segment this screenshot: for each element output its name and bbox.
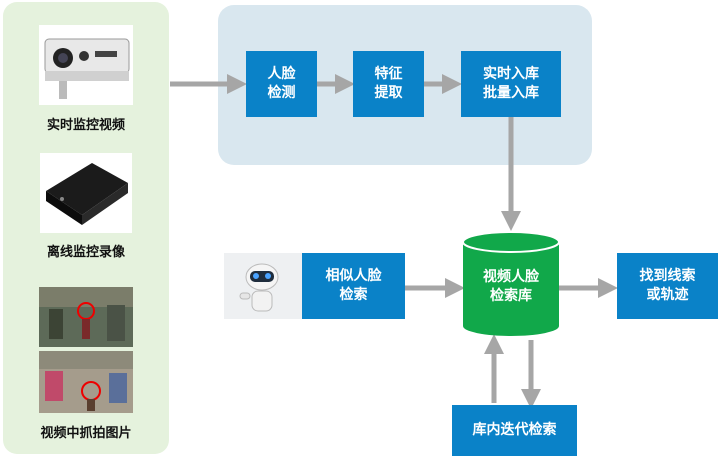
feature-extract-line-2: 提取: [374, 85, 403, 101]
face-detect-box: 人脸检测: [246, 51, 317, 117]
enroll-line-1: 实时入库: [483, 66, 539, 82]
similar-face-line-1: 相似人脸: [325, 268, 382, 284]
database-line-2: 检索库: [490, 288, 532, 304]
result-box: 找到线索或轨迹: [617, 253, 718, 319]
result-line-2: 或轨迹: [646, 287, 689, 303]
result-line-1: 找到线索: [639, 268, 696, 284]
iterate-box: 库内迭代检索: [452, 405, 577, 456]
feature-extract-box: 特征提取: [353, 51, 424, 117]
enroll-line-2: 批量入库: [483, 85, 539, 101]
face-detect-line-2: 检测: [267, 85, 296, 101]
camera-image: [39, 25, 133, 105]
hard-drive-icon: [46, 163, 128, 225]
snapshot-label: 视频中抓拍图片: [40, 426, 132, 441]
camera-label: 实时监控视频: [46, 118, 125, 133]
database-line-1: 视频人脸: [483, 269, 539, 285]
robot-icon: [239, 263, 279, 312]
similar-face-line-2: 检索: [339, 287, 368, 303]
camera-icon: [44, 38, 130, 99]
drive-image: [40, 153, 132, 233]
snapshot-image-1: [39, 287, 133, 347]
feature-extract-line-1: 特征: [374, 66, 403, 82]
drive-label: 离线监控录像: [46, 245, 125, 260]
similar-face-box: 相似人脸检索: [302, 253, 405, 319]
database-label: 视频人脸 检索库: [463, 268, 559, 306]
face-detect-line-1: 人脸: [267, 66, 296, 82]
snapshot-image-2: [39, 351, 133, 413]
robot-image: [224, 253, 302, 319]
enroll-box: 实时入库批量入库: [461, 51, 561, 117]
iterate-label: 库内迭代检索: [472, 422, 557, 438]
